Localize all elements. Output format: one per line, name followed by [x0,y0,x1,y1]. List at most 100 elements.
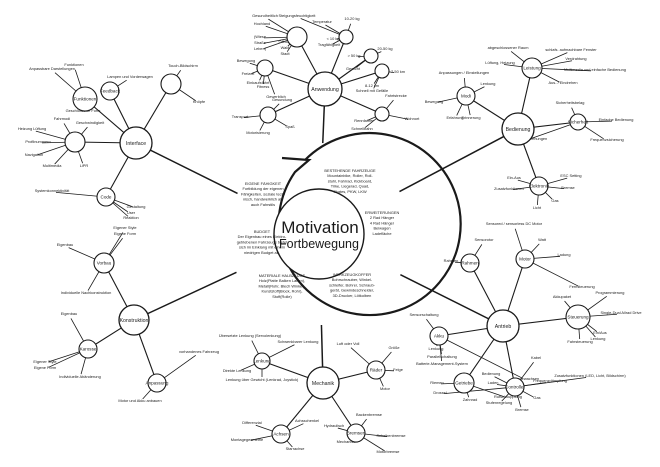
leaf-label: Rutschkupplung [494,394,522,399]
node-label: Karosse [80,347,97,352]
node-circle [96,187,116,207]
leaf-label: Systemkonnektivität [35,188,71,193]
leaf-label: Drossel [433,390,446,395]
leaf-label: Einfache Bedienung [599,117,634,122]
leaf-label: Gesundung [272,97,292,102]
leaf-label: Felge [393,367,403,372]
node-controller[interactable]: BedienungLadenStufenregelungKabelFrequen… [433,355,626,412]
leaf-label: Multimedia und einfache Bedienung [564,67,626,72]
leaf-label: Reaktion [123,215,138,220]
node-bremsen[interactable]: BackenbremseHydraulischMechanischScheibe… [324,412,406,454]
leaf-label: Motorisierung [246,130,270,135]
leaf-label: Multimedia [43,163,63,168]
node-circle [565,304,591,330]
leaf-label: schlafs. aufmachbare Fenster [545,47,597,52]
node-label: Feedback [100,89,121,94]
node-akku[interactable]: SensorschaltungLenkungParallelschaltungB… [410,312,540,381]
central-node[interactable]: Motivation Fortbewegung [273,131,462,317]
node-circle [374,63,390,79]
leaf-label: Leben) [254,46,267,51]
edge-center-interface [135,142,238,195]
node-circle [93,252,115,274]
node-circle [366,360,386,380]
node-freizeit[interactable]: BewegungFreizeitFitnessGewerblichEinkauf… [237,58,286,99]
node-label: Steuerung [567,315,589,320]
node-circle [338,29,354,45]
leaf-label: Hochland [254,21,270,26]
text-block-line: Ladefläche [372,231,391,236]
cluster-bedienung[interactable]: Anpassungen / EinstellungenBewegungErfah… [425,45,634,210]
leaf-label: Anpassungen / Einstellungen [439,70,489,75]
cluster-label: Anwendung [311,87,339,93]
node-achsen[interactable]: DifferenzialMontagegeometrieStarrachseAc… [231,418,319,451]
text-block-line: 2 Rad Hänger [370,215,395,220]
node-label: Code [101,195,112,200]
leaf-label: Einkaufsfahrt [247,80,271,85]
leaf-label: 8-12 km [365,83,379,88]
node-label: Controller [505,385,525,390]
leaf-label: Touch-Bildschirm [168,63,198,68]
leaf-label: Ein/Aus [593,330,606,335]
node-label: Bremsen [347,431,366,436]
cluster-circle [307,71,343,107]
leaf-label: Lüftung, Heizung [485,60,514,65]
cluster-circle [501,112,535,146]
node-label: Leistung [523,66,541,71]
node-circle [72,86,98,112]
node-circle [374,106,390,122]
cluster-anwendung[interactable]: GesundheitlichHochlandOffroadWaldStadt(W… [232,13,420,135]
node-label: Funktionen [74,97,97,102]
leaf-label: Tragfähigkeit [318,42,341,47]
leaf-label: Freizeit [242,71,256,76]
leaf-label: Ein-Aus [507,175,521,180]
node-circle [286,26,308,48]
node-lenkung[interactable]: Übersetzte Lenkung (Servolenkung)Schwenk… [219,333,319,382]
node-modi[interactable]: Anpassungen / EinstellungenBewegungErfah… [425,70,496,120]
leaf-label: > 50 kg [348,53,361,58]
leaf-label: Sensorotor [474,237,494,242]
node-code[interactable]: SystemkonnektivitätGestaltungUserReaktio… [35,187,146,220]
leaf-label: Spaß [285,124,295,129]
leaf-label: Fahrsteuerung [567,339,592,344]
leaf-label: Übersetzte Lenkung (Servolenkung) [219,333,282,338]
leaf-label: Knöpfe [193,99,205,104]
leaf-label: 7-50 km [391,69,405,74]
node-laender[interactable]: GesundheitlichHochlandOffroadWaldStadt(W… [252,13,308,56]
node-circle [259,106,277,124]
text-block-line: Skates, PKW, LKW [333,189,367,194]
cluster-mechanik[interactable]: Übersetzte Lenkung (Servolenkung)Schwenk… [219,333,406,454]
node-motor[interactable]: Sensored / sensorless DC MotorWattLadung… [486,221,595,289]
text-block-line: Mountainbike, Roller, Roll- [327,173,373,178]
leaf-label: Temperatur [312,19,332,24]
leaf-label: Größe [388,345,399,350]
node-label: Anpassung [146,381,169,386]
cluster-circle [118,304,150,336]
leaf-label: User [127,210,136,215]
edge-center-bedienung [399,128,519,193]
text-block-line: Kunststoff(Block, Rohr), [261,289,302,294]
